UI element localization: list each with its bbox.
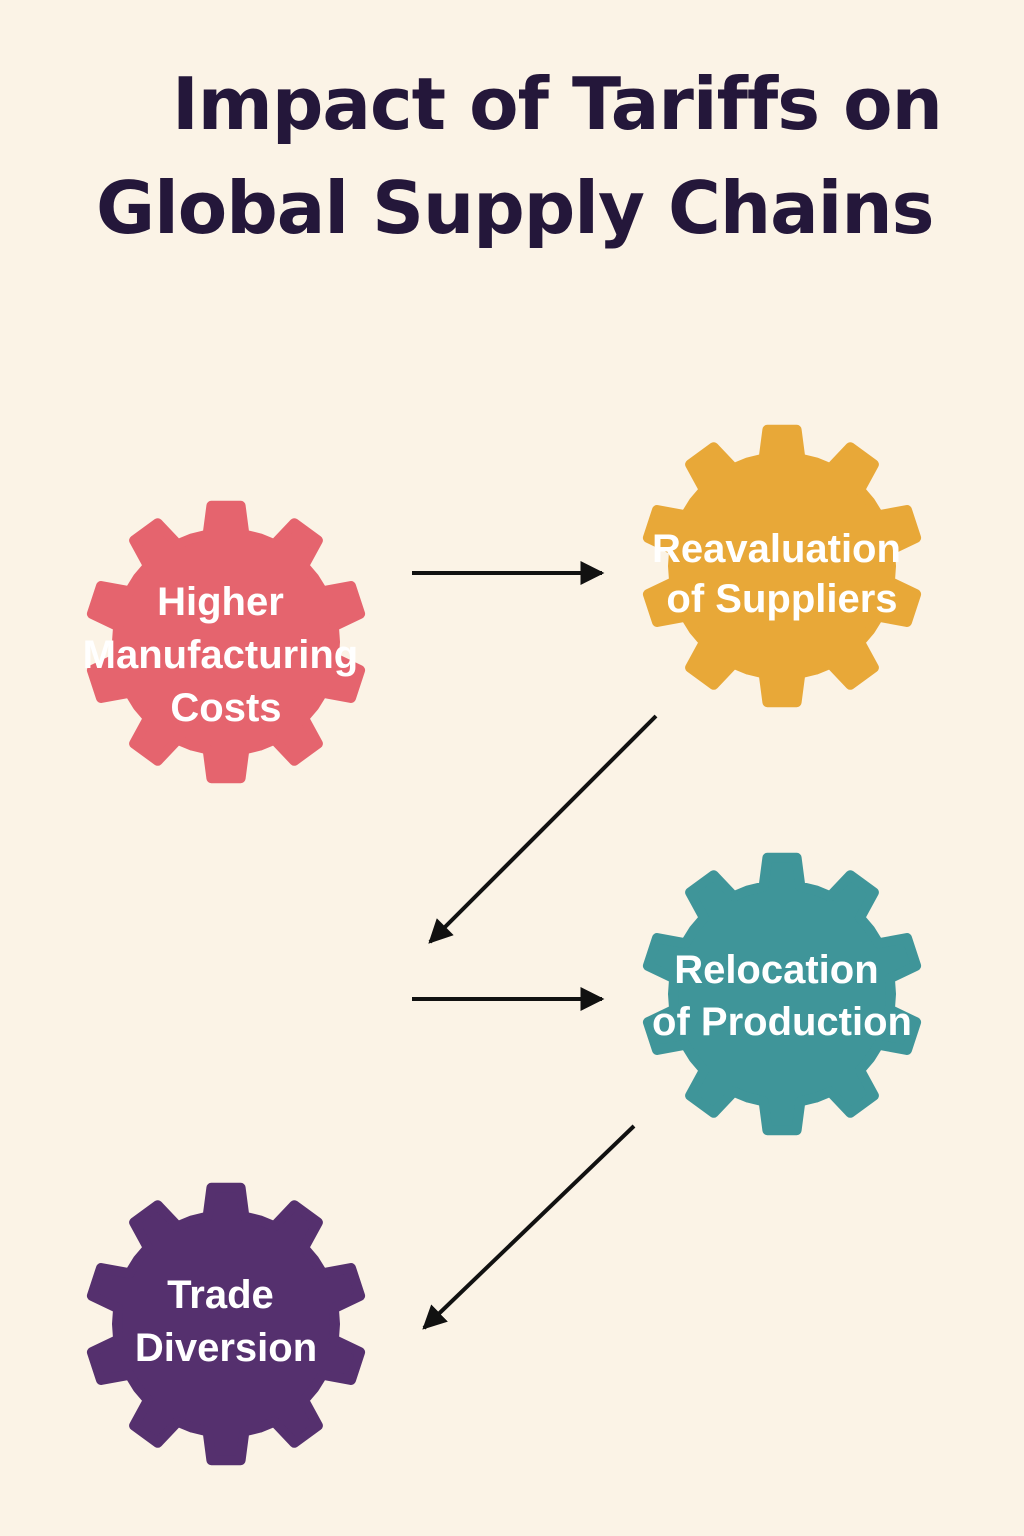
gear-node-relocation-of-production: Relocation of Production [642,852,922,1136]
gear-label-line: Higher [157,580,284,624]
gear-label: Higher Manufacturing Costs [83,580,370,730]
gear-label-line: of Production [652,1000,912,1044]
gear-label-line: Manufacturing [83,633,359,677]
gear-node-trade-diversion: Trade Diversion [86,1182,366,1466]
arrow-diagonal-from-relocation [422,1124,636,1330]
gear-label-line: Reavaluation [652,527,901,571]
gear-label-line: Costs [170,686,281,730]
arrow-diagonal-from-reavaluation [428,714,658,944]
title-line-2: Global Supply Chains [96,166,934,250]
gear-icon [642,852,922,1136]
gear-icon [642,424,922,708]
gear-label-line: Diversion [135,1326,317,1370]
gear-icon [86,1182,366,1466]
gear-icon [86,500,366,784]
gear-label: Trade Diversion [135,1273,317,1370]
page-title: Impact of Tariffs on Global Supply Chain… [0,52,1024,260]
gear-label-line: Trade [167,1273,274,1317]
title-line-1: Impact of Tariffs on [172,62,943,146]
gear-label: Relocation of Production [652,948,912,1044]
gear-label-line: of Suppliers [666,577,897,621]
gear-label: Reavaluation of Suppliers [652,527,912,621]
gear-node-reavaluation-of-suppliers: Reavaluation of Suppliers [642,424,922,708]
gear-node-higher-manufacturing-costs: Higher Manufacturing Costs [83,500,370,784]
gear-label-line: Relocation [674,948,878,992]
